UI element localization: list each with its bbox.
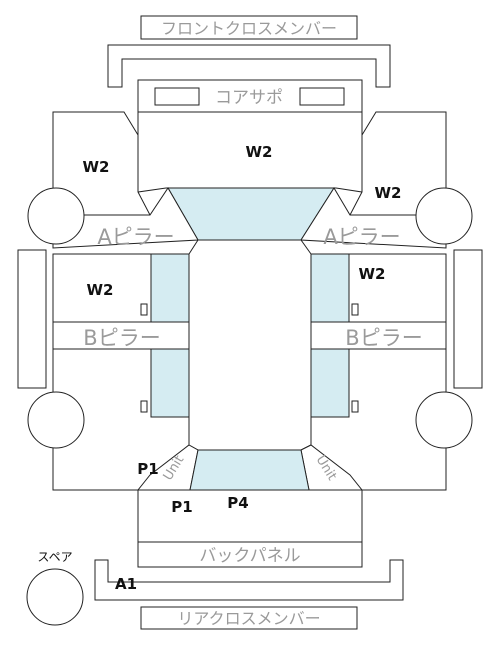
back-panel-label: バックパネル [199, 546, 300, 566]
unit-right-panel[interactable] [300, 444, 364, 491]
rear-right-door-handle [351, 400, 359, 413]
front-cross-member-panel[interactable] [140, 15, 358, 40]
spare-tire[interactable] [26, 568, 84, 626]
b-pillar-right-label: Bピラー [345, 326, 422, 350]
rear-bumper-code: A1 [115, 575, 137, 593]
rear-bumper[interactable] [94, 559, 404, 601]
trunk-center-code: P4 [227, 494, 248, 512]
front-right-door-handle [351, 303, 359, 316]
trunk-left-code: P1 [171, 498, 192, 516]
front-bumper[interactable] [107, 44, 391, 88]
back-panel[interactable] [137, 541, 363, 568]
rear-cross-member-label: リアクロスメンバー [177, 609, 320, 628]
b-pillar-right-panel[interactable] [310, 321, 447, 350]
front-cross-member-label: フロントクロスメンバー [161, 19, 337, 38]
b-pillar-left-panel[interactable] [52, 321, 190, 350]
front-right-door-code: W2 [359, 265, 386, 283]
rear-left-door-handle [140, 400, 148, 413]
front-right-fender-code: W2 [375, 184, 402, 202]
front-left-window[interactable] [150, 253, 190, 323]
left-headlight [154, 87, 200, 106]
spare-label: スペア [37, 550, 72, 564]
rear-cross-member-panel[interactable] [140, 606, 358, 630]
hood-code: W2 [246, 143, 273, 161]
trunk-lid[interactable] [137, 489, 363, 543]
a-pillar-right-label: Aピラー [323, 225, 400, 249]
front-right-window[interactable] [310, 253, 350, 323]
right-side-sill[interactable] [453, 249, 483, 389]
front-right-tire[interactable] [415, 187, 473, 245]
front-left-tire[interactable] [27, 187, 85, 245]
front-left-door-code: W2 [87, 281, 114, 299]
a-pillar-left-label: Aピラー [97, 225, 174, 249]
front-left-door-handle [140, 303, 148, 316]
rear-right-window[interactable] [310, 348, 350, 418]
front-left-fender-code: W2 [83, 158, 110, 176]
rear-right-tire[interactable] [415, 391, 473, 449]
left-side-sill[interactable] [17, 249, 47, 389]
unit-left-panel[interactable] [136, 444, 199, 491]
b-pillar-left-label: Bピラー [83, 326, 160, 350]
rear-left-tire[interactable] [27, 391, 85, 449]
core-support-label: コアサポ [215, 88, 283, 108]
right-headlight [299, 87, 345, 106]
roof-panel[interactable] [188, 239, 312, 451]
rear-window[interactable] [189, 449, 310, 491]
rear-left-window[interactable] [150, 348, 190, 418]
rear-left-quarter-code: P1 [137, 460, 158, 478]
